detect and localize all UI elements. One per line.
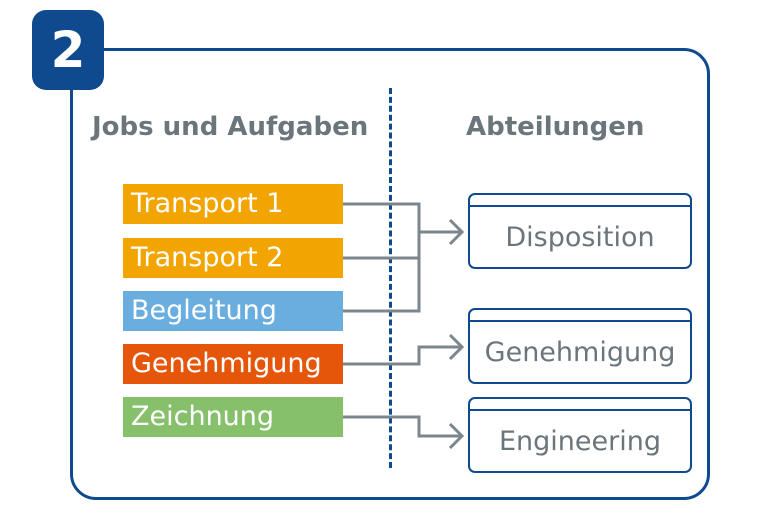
job-transport-1: Transport 1: [123, 184, 343, 224]
connector-to-engineering: [343, 415, 462, 438]
department-tab-line: [470, 320, 690, 322]
department-label: Genehmigung: [484, 336, 676, 368]
jobs-heading: Jobs und Aufgaben: [92, 112, 369, 142]
department-label: Disposition: [505, 221, 655, 253]
department-genehmigung: Genehmigung: [468, 308, 692, 384]
department-disposition: Disposition: [468, 193, 692, 269]
job-begleitung: Begleitung: [123, 291, 343, 331]
job-transport-2: Transport 2: [123, 238, 343, 278]
arrowhead-genehmigung: [448, 333, 465, 361]
diagram-frame: [70, 48, 710, 500]
departments-heading: Abteilungen: [466, 112, 645, 142]
connector-to-genehmigung: [343, 345, 462, 366]
department-tab-line: [470, 409, 690, 411]
department-label: Engineering: [499, 425, 661, 457]
arrowhead-engineering: [448, 422, 465, 450]
job-genehmigung: Genehmigung: [123, 344, 343, 384]
department-tab-line: [470, 205, 690, 207]
step-number-badge: 2: [32, 10, 104, 90]
department-engineering: Engineering: [468, 397, 692, 473]
dashed-divider: [389, 88, 392, 468]
arrowhead-disposition: [448, 218, 465, 246]
job-zeichnung: Zeichnung: [123, 397, 343, 437]
